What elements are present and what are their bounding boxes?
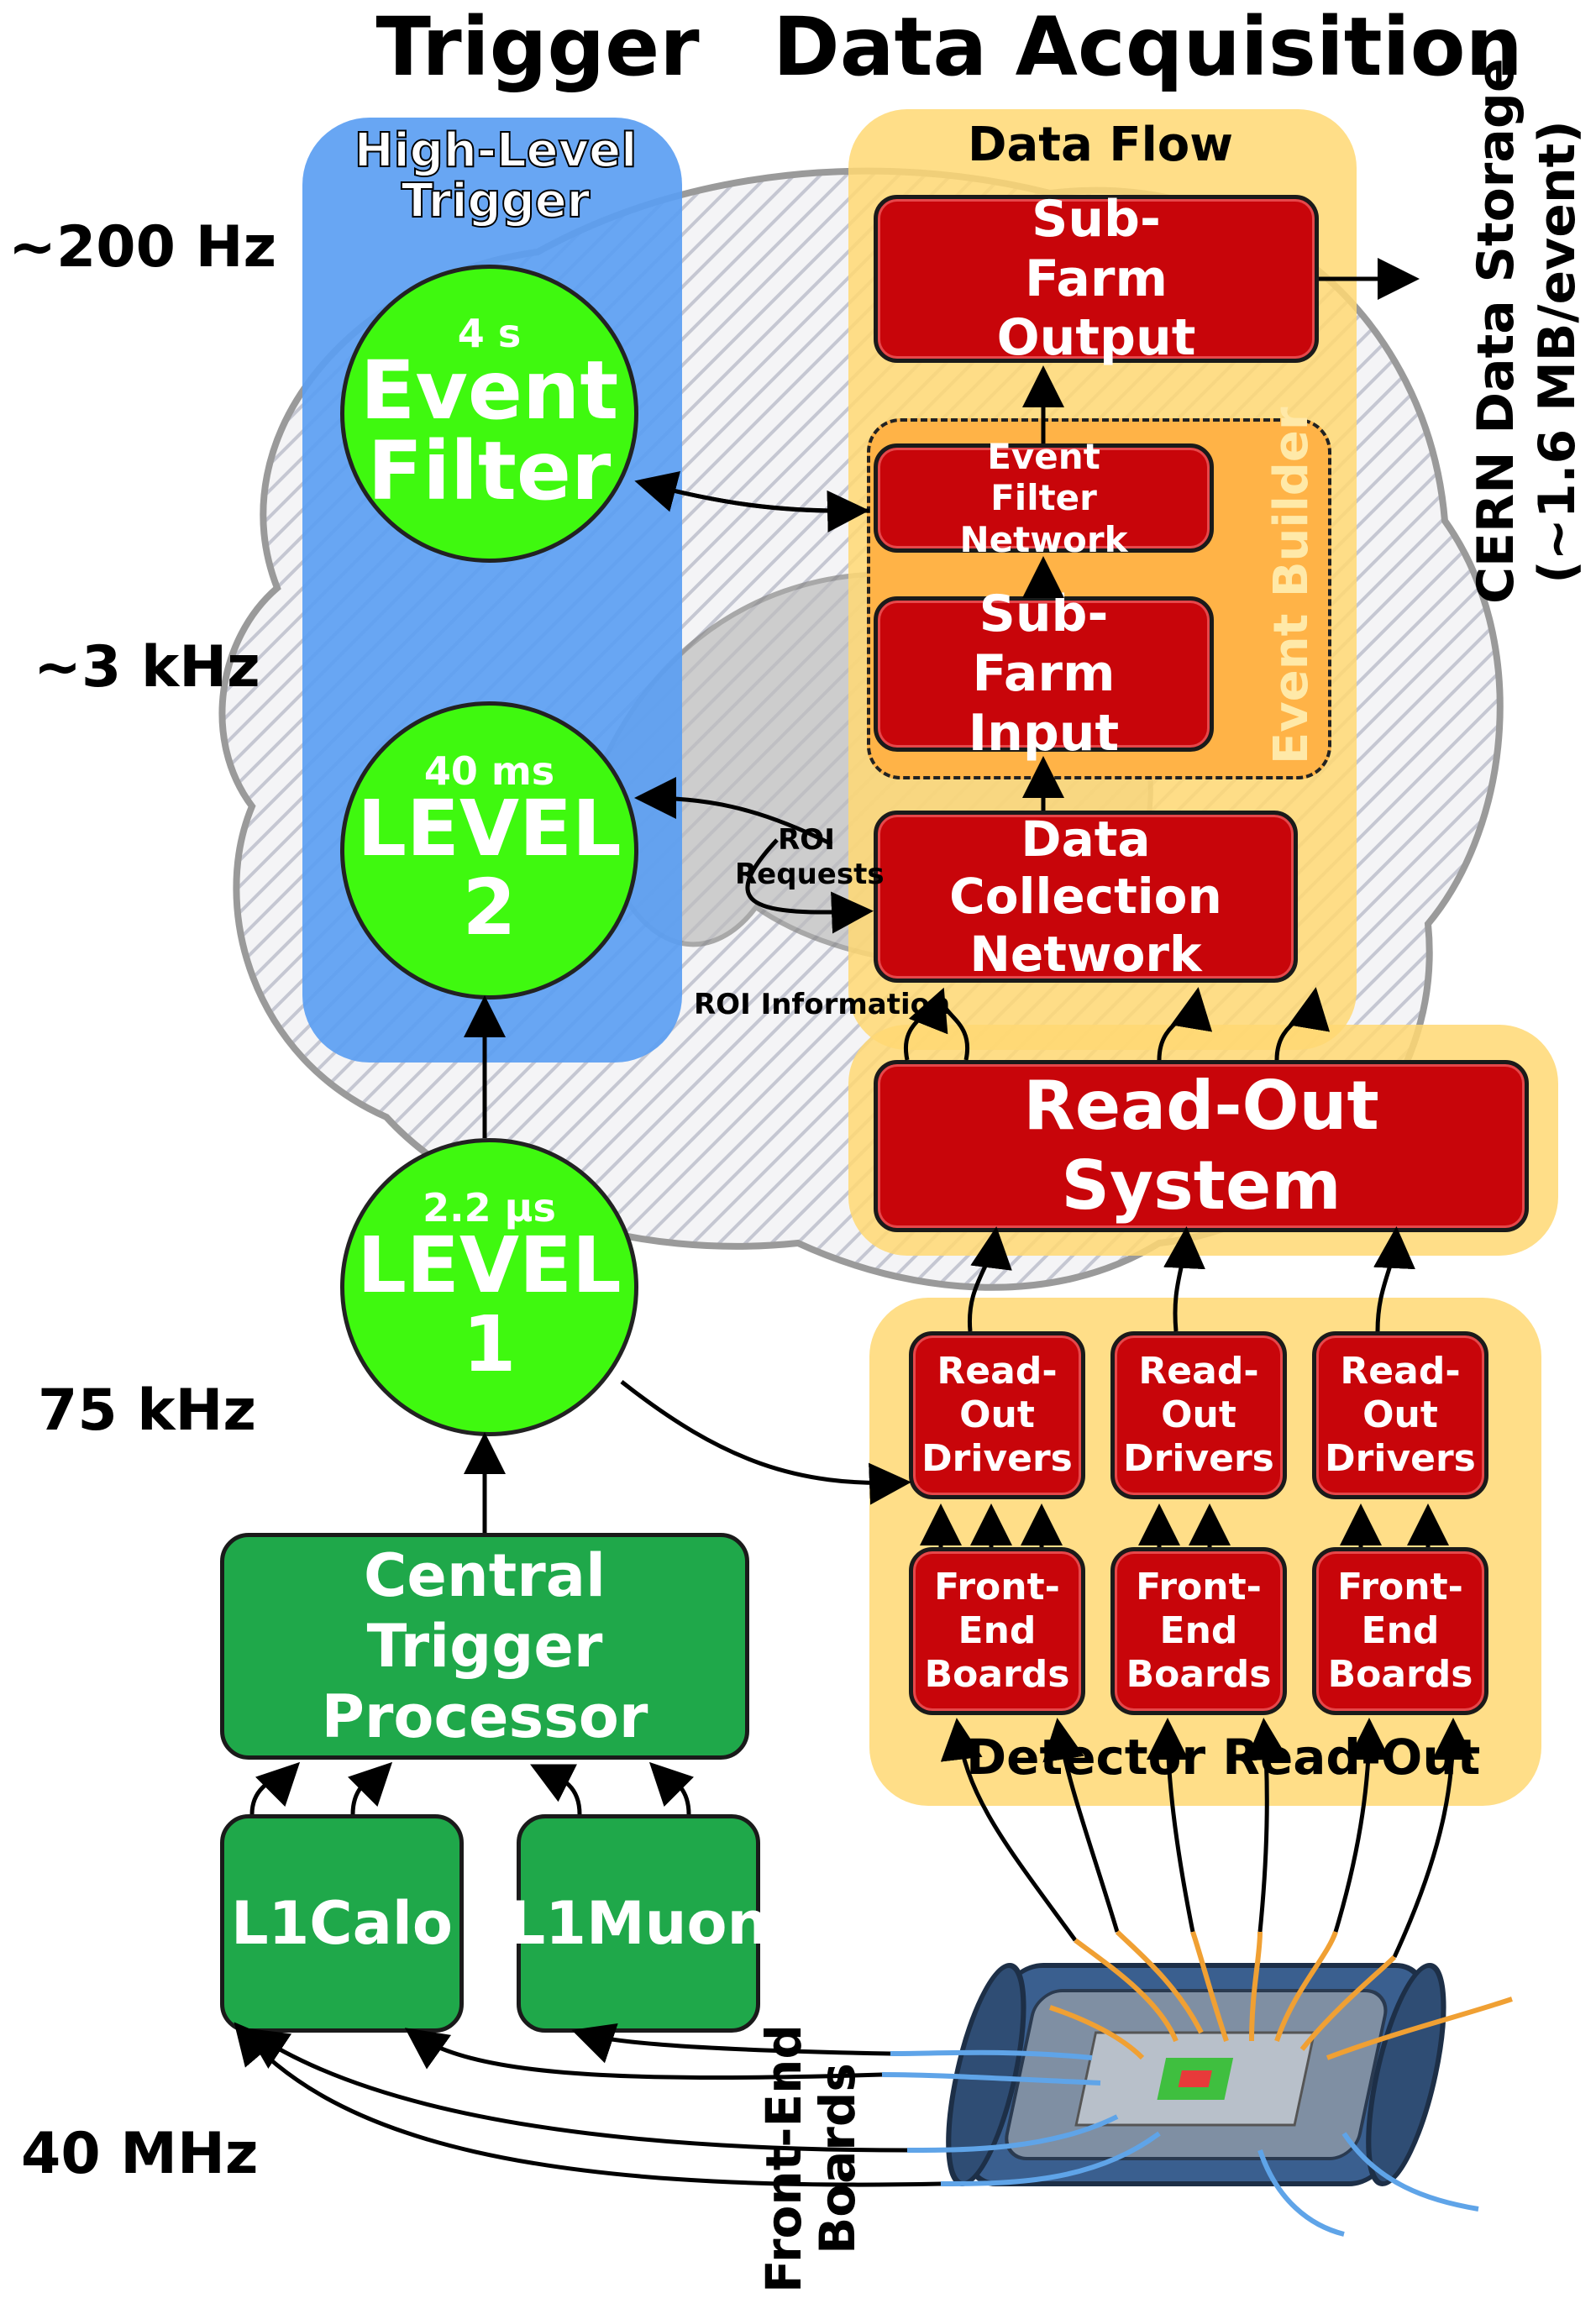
data-acquisition-heading: Data Acquisition xyxy=(773,0,1523,94)
level1-latency: 2.2 µs xyxy=(423,1185,556,1231)
high-level-trigger-label: High-Level Trigger xyxy=(354,123,638,229)
read-out-drivers-box-3[interactable]: Read-Out Drivers xyxy=(1312,1331,1488,1499)
level1-line2: 1 xyxy=(462,1299,517,1390)
event-filter-network-box[interactable]: Event Filter Network xyxy=(874,436,1214,560)
event-filter-line2: Filter xyxy=(367,423,612,518)
roi-information-label: ROI Information xyxy=(694,988,951,1021)
level2-node[interactable]: 40 ms LEVEL 2 xyxy=(340,701,638,1000)
rate-3khz: ~3 kHz xyxy=(34,634,260,700)
front-end-boards-box-3[interactable]: Front-End Boards xyxy=(1312,1547,1488,1715)
trigger-heading: Trigger xyxy=(375,0,700,94)
event-filter-line1: Event xyxy=(360,343,619,438)
level1-node[interactable]: 2.2 µs LEVEL 1 xyxy=(340,1138,638,1436)
sub-farm-output-box[interactable]: Sub-Farm Output xyxy=(874,190,1319,367)
front-end-boards-box-2[interactable]: Front-End Boards xyxy=(1110,1547,1287,1715)
l1muon-box[interactable]: L1Muon xyxy=(508,1814,769,2033)
read-out-system-box[interactable]: Read-Out System xyxy=(874,1060,1529,1232)
rate-75khz: 75 kHz xyxy=(38,1377,257,1444)
level2-latency: 40 ms xyxy=(423,748,555,795)
sub-farm-input-box[interactable]: Sub-Farm Input xyxy=(874,585,1214,763)
data-flow-label: Data Flow xyxy=(968,118,1233,172)
l1calo-box[interactable]: L1Calo xyxy=(220,1814,464,2033)
level2-line2: 2 xyxy=(462,863,517,953)
event-filter-latency: 4 s xyxy=(457,310,522,356)
rate-40mhz: 40 MHz xyxy=(21,2121,259,2187)
front-end-boards-box-1[interactable]: Front-End Boards xyxy=(909,1547,1085,1715)
data-collection-network-box[interactable]: Data Collection Network xyxy=(874,811,1298,983)
rate-200hz: ~200 Hz xyxy=(8,214,277,281)
level2-line1: LEVEL xyxy=(357,784,622,874)
event-filter-node[interactable]: 4 s Event Filter xyxy=(340,265,638,563)
read-out-drivers-box-1[interactable]: Read-Out Drivers xyxy=(909,1331,1085,1499)
read-out-drivers-box-2[interactable]: Read-Out Drivers xyxy=(1110,1331,1287,1499)
central-trigger-processor-box[interactable]: Central Trigger Processor xyxy=(220,1533,749,1760)
level1-line1: LEVEL xyxy=(357,1220,622,1311)
